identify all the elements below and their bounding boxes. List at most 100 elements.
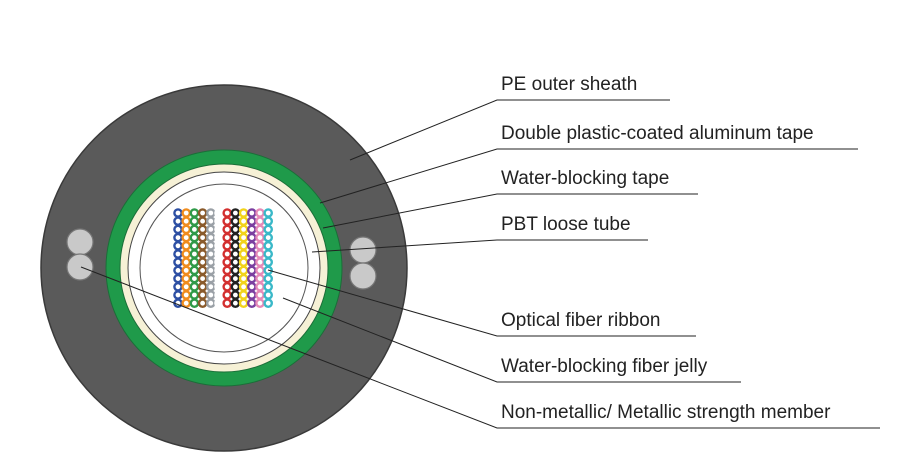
optical-fiber (230, 265, 241, 276)
optical-fiber (205, 249, 216, 259)
optical-fiber (205, 240, 216, 251)
optical-fiber (222, 265, 232, 276)
cable-cross-section (40, 84, 408, 452)
optical-fiber (246, 257, 257, 268)
optical-fiber (230, 224, 241, 235)
optical-fiber (263, 224, 274, 235)
optical-fiber (189, 290, 200, 300)
optical-fiber (214, 257, 224, 268)
optical-fiber (255, 208, 265, 218)
optical-fiber (255, 298, 265, 309)
optical-fiber (173, 265, 183, 276)
optical-fiber (181, 240, 191, 251)
label-pe-outer-sheath: PE outer sheath (501, 74, 637, 95)
optical-fiber (263, 208, 274, 218)
optical-fiber (238, 249, 249, 259)
optical-fiber (214, 265, 224, 276)
optical-fiber (214, 216, 224, 226)
optical-fiber (246, 249, 257, 259)
optical-fiber (189, 298, 200, 309)
optical-fiber (222, 232, 232, 243)
optical-fiber (205, 257, 216, 268)
optical-fiber (263, 257, 274, 268)
optical-fiber (263, 298, 274, 309)
leader-optical-fiber-ribbon (267, 269, 696, 337)
optical-fiber (197, 257, 208, 268)
optical-fiber (238, 257, 249, 268)
optical-fiber (263, 273, 274, 284)
optical-fiber (173, 290, 183, 300)
optical-fiber (214, 281, 224, 292)
optical-fiber (181, 216, 191, 226)
label-strength-member: Non-metallic/ Metallic strength member (501, 402, 831, 423)
optical-fiber (197, 240, 208, 251)
optical-fiber (197, 232, 208, 243)
optical-fiber (214, 249, 224, 259)
optical-fiber (246, 224, 257, 235)
optical-fiber (222, 281, 232, 292)
optical-fiber (189, 240, 200, 251)
optical-fiber (255, 224, 265, 235)
strength-member-right-top (349, 236, 377, 264)
optical-fiber (189, 224, 200, 235)
optical-fiber (181, 265, 191, 276)
optical-fiber (246, 232, 257, 243)
callout-labels: PE outer sheath Double plastic-coated al… (501, 74, 831, 423)
optical-fiber (222, 249, 232, 259)
strength-member-left-top (66, 228, 94, 256)
optical-fiber (222, 216, 232, 226)
optical-fiber (255, 281, 265, 292)
optical-fiber (181, 281, 191, 292)
optical-fiber (238, 232, 249, 243)
optical-fiber (222, 290, 232, 300)
optical-fiber (197, 208, 208, 218)
optical-fiber (214, 290, 224, 300)
optical-fiber (189, 232, 200, 243)
optical-fiber (230, 232, 241, 243)
optical-fiber (205, 224, 216, 235)
optical-fiber (230, 290, 241, 300)
optical-fiber (230, 257, 241, 268)
optical-fiber (238, 281, 249, 292)
optical-fiber (222, 257, 232, 268)
optical-fiber (181, 273, 191, 284)
optical-fiber (197, 216, 208, 226)
optical-fiber (263, 281, 274, 292)
optical-fiber (205, 281, 216, 292)
optical-fiber (205, 290, 216, 300)
optical-fiber (263, 249, 274, 259)
optical-fiber (189, 273, 200, 284)
optical-fiber (222, 298, 232, 309)
optical-fiber (173, 232, 183, 243)
optical-fiber (222, 208, 232, 218)
label-pbt-loose-tube: PBT loose tube (501, 214, 631, 235)
optical-fiber (255, 216, 265, 226)
optical-fiber (189, 216, 200, 226)
optical-fiber (197, 265, 208, 276)
optical-fiber (246, 240, 257, 251)
optical-fiber (230, 281, 241, 292)
label-water-blocking-tape: Water-blocking tape (501, 168, 669, 189)
optical-fiber (181, 290, 191, 300)
optical-fiber (189, 281, 200, 292)
optical-fiber (222, 240, 232, 251)
leader-pe-outer-sheath (349, 99, 670, 161)
optical-fiber (255, 249, 265, 259)
optical-fiber (238, 224, 249, 235)
leader-water-blocking-tape (322, 193, 698, 229)
optical-fiber (173, 281, 183, 292)
fiber-jelly-boundary (139, 183, 309, 353)
optical-fiber (246, 281, 257, 292)
optical-fiber (197, 224, 208, 235)
optical-fiber (255, 290, 265, 300)
optical-fiber (173, 208, 183, 218)
leader-aluminum-tape (319, 148, 858, 204)
optical-fiber (214, 208, 224, 218)
optical-fiber (173, 249, 183, 259)
leader-water-blocking-fiber-jelly (282, 297, 741, 383)
optical-fiber (181, 232, 191, 243)
optical-fiber (214, 224, 224, 235)
optical-fiber (181, 298, 191, 309)
label-water-blocking-fiber-jelly: Water-blocking fiber jelly (501, 356, 708, 377)
optical-fiber (255, 265, 265, 276)
